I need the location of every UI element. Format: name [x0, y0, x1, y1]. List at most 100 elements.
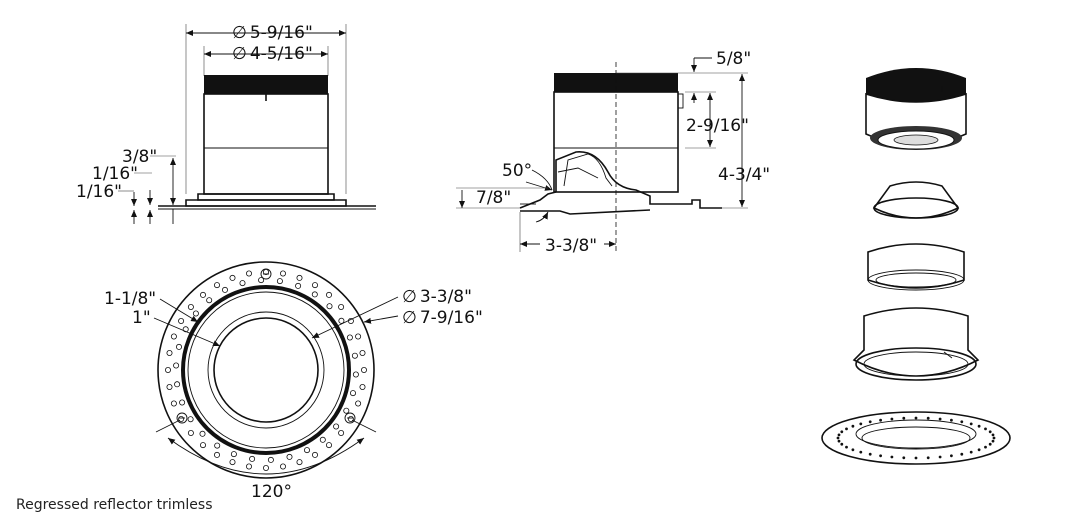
perforation-hole — [178, 317, 185, 324]
perforation-hole — [360, 366, 367, 373]
perforation-hole — [173, 362, 180, 369]
perforation-hole — [170, 400, 177, 407]
perforation-hole — [213, 451, 220, 458]
perforation-hole — [229, 459, 236, 466]
plate-perforation — [950, 418, 953, 422]
perforation-hole — [192, 310, 199, 317]
perforation-hole — [199, 291, 206, 298]
perforation-hole — [311, 282, 318, 289]
top-band-label: 5/8" — [716, 49, 751, 69]
perforation-hole — [214, 442, 221, 449]
plate-perforation — [969, 450, 973, 454]
plate-perforation — [890, 455, 894, 459]
plate-perforation — [837, 439, 841, 443]
plate-perforation — [845, 445, 848, 449]
step-a-label: 1/16" — [92, 164, 138, 184]
plate-perforation — [914, 456, 918, 460]
plate-perforation — [859, 450, 863, 454]
perforation-hole — [230, 451, 237, 458]
figure-caption: Regressed reflector trimless — [16, 497, 213, 513]
perforation-hole — [166, 383, 173, 390]
perforation-hole — [262, 464, 269, 471]
front-outer-diameter-label: ∅5-9/16" — [232, 23, 313, 43]
ring-b-label: 1" — [132, 308, 151, 328]
plate-perforation — [879, 454, 882, 458]
plate-perforation — [938, 417, 942, 421]
perforation-hole — [349, 390, 356, 397]
perforation-hole — [355, 333, 362, 340]
perforation-hole — [295, 282, 302, 289]
plate-perforation — [960, 452, 964, 456]
perforation-hole — [326, 303, 333, 310]
aperture-diameter-label: ∅3-3/8" — [402, 287, 472, 307]
perforation-hole — [276, 278, 283, 285]
perforation-hole — [174, 381, 181, 388]
perforation-hole — [296, 459, 303, 466]
plate-perforation — [977, 448, 981, 452]
perforation-hole — [213, 282, 220, 289]
perforation-hole — [258, 277, 265, 284]
perforation-hole — [245, 270, 252, 277]
ring-a-label: 1-1/8" — [104, 289, 156, 309]
perforation-hole — [338, 303, 345, 310]
plate-perforation — [960, 420, 964, 424]
plate-perforation — [926, 456, 930, 460]
perforation-hole — [325, 291, 332, 298]
plate-perforation — [991, 433, 995, 437]
plate-perforation — [840, 430, 844, 434]
plate-perforation — [879, 418, 882, 422]
exploded-view — [821, 68, 1011, 465]
perforation-hole — [303, 447, 310, 454]
perforation-hole — [267, 456, 274, 463]
perforation-hole — [352, 371, 359, 378]
perforation-hole — [279, 463, 286, 470]
collar-module — [852, 307, 980, 381]
reflector-module — [872, 181, 960, 219]
mounting-holes — [164, 268, 367, 471]
perforation-hole — [187, 416, 194, 423]
perforation-hole — [351, 352, 358, 359]
plan-view: 1-1/8" 1" ∅3-3/8" ∅7-9/16" 120° — [104, 261, 483, 502]
front-view: ∅5-9/16" ∅4-5/16" 3/8" 1/16" 1/16" — [76, 23, 376, 224]
perforation-hole — [359, 383, 366, 390]
flange-outline — [157, 261, 375, 479]
plate-perforation — [988, 442, 992, 446]
plate-perforation — [977, 424, 981, 428]
plate-perforation — [969, 422, 973, 426]
plate-perforation — [851, 424, 855, 428]
plate-perforation — [926, 416, 930, 420]
perforation-hole — [221, 286, 228, 293]
front-body — [203, 93, 329, 195]
flange-diameter-label: ∅7-9/16" — [402, 308, 483, 328]
plate-perforation — [984, 427, 987, 431]
front-top-band — [204, 75, 328, 94]
perforation-hole — [325, 442, 332, 449]
plate-perforation — [992, 436, 996, 440]
perforation-hole — [187, 429, 194, 436]
band-to-mid-label: 2-9/16" — [686, 116, 749, 136]
perforation-hole — [164, 366, 171, 373]
housing-module — [865, 68, 967, 150]
perforation-hole — [359, 349, 366, 356]
perforation-hole — [311, 451, 318, 458]
screw-tab — [344, 412, 356, 424]
perforation-hole — [245, 463, 252, 470]
perforation-hole — [175, 343, 182, 350]
plate-perforation — [950, 454, 953, 458]
perforation-hole — [239, 280, 246, 287]
screw-tab — [176, 412, 188, 424]
plate-perforation — [868, 420, 872, 424]
plate-perforation — [991, 439, 995, 443]
plate-perforation — [902, 456, 906, 460]
angle-label: 50° — [502, 161, 532, 181]
perforation-hole — [166, 349, 173, 356]
perforation-hole — [355, 400, 362, 407]
aperture — [213, 317, 319, 423]
spacing-angle-label: 120° — [251, 482, 292, 502]
perforation-hole — [249, 455, 256, 462]
perforation-hole — [338, 317, 345, 324]
perforation-hole — [170, 333, 177, 340]
perforation-hole — [279, 270, 286, 277]
perforation-hole — [187, 303, 194, 310]
front-inner-diameter-label: ∅4-5/16" — [232, 44, 313, 64]
